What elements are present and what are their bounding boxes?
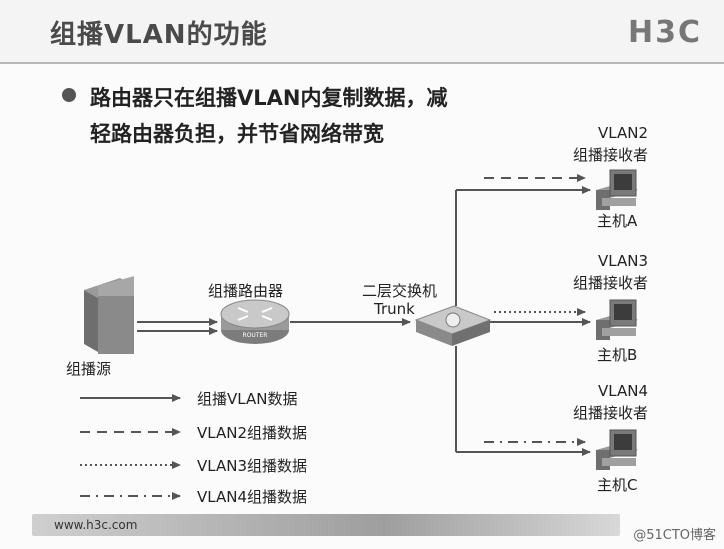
host-b-vlan-label: VLAN3 [598, 252, 648, 270]
title-bar: 组播VLAN的功能 H3C [0, 0, 724, 64]
host-b-role-label: 组播接收者 [573, 274, 649, 292]
bullet-line-1: 路由器只在组播VLAN内复制数据，减 [90, 86, 448, 110]
switch-label: 二层交换机 [362, 282, 438, 300]
bullet-line-2: 轻路由器负担，并节省网络带宽 [90, 122, 384, 146]
trunk-label: Trunk [374, 300, 415, 318]
host-a-role-label: 组播接收者 [573, 146, 649, 164]
bullet-text: 路由器只在组播VLAN内复制数据，减 轻路由器负担，并节省网络带宽 [90, 80, 560, 152]
host-a-vlan-label: VLAN2 [598, 124, 648, 142]
legend-label-vlan3: VLAN3组播数据 [197, 457, 307, 475]
switch-icon [414, 305, 492, 346]
router-icon: ROUTER [220, 299, 290, 344]
page-title: 组播VLAN的功能 [50, 20, 268, 50]
footer-bar [32, 514, 620, 536]
host-c-name-label: 主机C [597, 476, 638, 494]
legend-label-multicast-vlan: 组播VLAN数据 [197, 390, 298, 408]
footer-url: www.h3c.com [54, 518, 138, 532]
host-c-vlan-label: VLAN4 [598, 382, 648, 400]
h3c-logo: H3C [628, 15, 702, 50]
legend-label-vlan2: VLAN2组播数据 [197, 424, 307, 442]
bullet-icon [62, 88, 76, 102]
host-a-computer-icon [596, 169, 638, 210]
host-c-role-label: 组播接收者 [573, 404, 649, 422]
source-server-icon [84, 276, 134, 354]
router-label: 组播路由器 [208, 282, 284, 300]
host-b-name-label: 主机B [597, 346, 638, 364]
host-c-computer-icon [596, 429, 638, 470]
legend-label-vlan4: VLAN4组播数据 [197, 488, 307, 506]
host-a-name-label: 主机A [597, 212, 638, 230]
watermark: @51CTO博客 [633, 528, 716, 543]
router-badge: ROUTER [243, 332, 268, 339]
host-b-computer-icon [596, 299, 638, 340]
source-label: 组播源 [66, 360, 112, 378]
